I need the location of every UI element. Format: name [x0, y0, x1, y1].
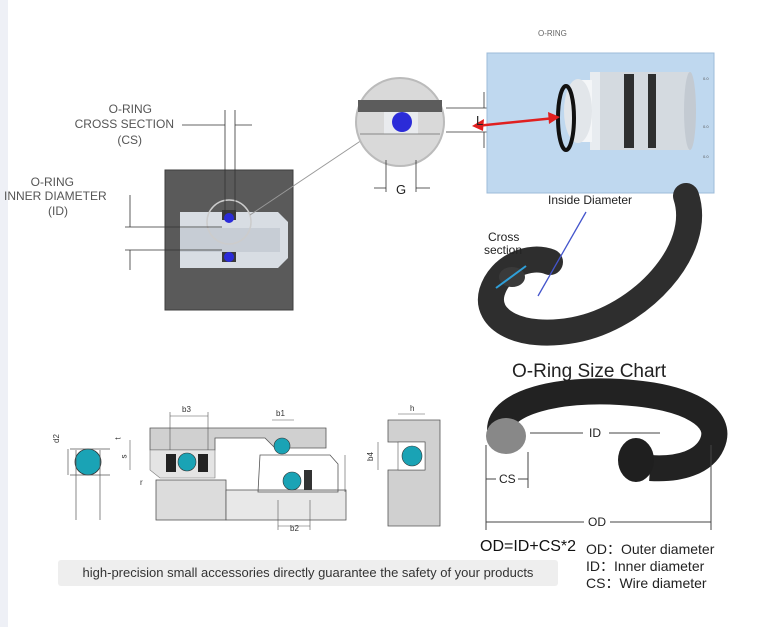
size-chart-ring [485, 378, 728, 530]
od-marker: OD [588, 515, 606, 529]
oring-dot-top [224, 213, 234, 223]
cs-label-3: (CS) [117, 133, 142, 147]
formula: OD=ID+CS*2 [480, 538, 577, 555]
tech-d2: d2 [51, 434, 61, 443]
tech-t: t [113, 437, 123, 440]
left-shade [0, 0, 8, 627]
svg-text:0.0: 0.0 [703, 154, 709, 159]
cs-label-1: O-RING [108, 102, 152, 116]
piston-render: 0.0 0.0 0.0 [472, 52, 715, 194]
tech-b1: b1 [276, 409, 285, 418]
housing-section [164, 139, 363, 311]
legend-id: ID：Inner diameter [586, 558, 705, 574]
tech-r: r [140, 478, 143, 487]
zoom-detail [355, 77, 445, 167]
tech-assembly [129, 412, 347, 530]
svg-text:0.0: 0.0 [703, 124, 709, 129]
tech-s: s [119, 454, 129, 459]
dimension-lines-left [125, 110, 252, 270]
tech-b4: b4 [365, 452, 375, 461]
tech-h: h [410, 404, 415, 413]
zoom-dimensions [374, 92, 490, 192]
id-label-1: O-RING [30, 175, 74, 189]
svg-text:0.0: 0.0 [703, 76, 709, 81]
tech-b2: b2 [290, 524, 299, 533]
tech-groove-detail [377, 413, 441, 527]
oring-dot-zoom [392, 112, 412, 132]
l-label: L [476, 113, 484, 128]
cross-section-label-1: Cross [488, 230, 520, 244]
legend-od: OD：Outer diameter [586, 541, 715, 557]
tech-b3: b3 [182, 405, 191, 414]
chart-title: O-Ring Size Chart [512, 361, 667, 382]
oring-3d [477, 183, 703, 346]
tech-single-oring [67, 448, 110, 520]
id-label-2: INNER DIAMETER [4, 189, 107, 203]
g-label: G [396, 182, 407, 197]
id-label-3: (ID) [48, 204, 68, 218]
cross-section-label-2: section [484, 243, 523, 257]
legend-cs: CS：Wire diameter [586, 575, 707, 591]
caption-bar: high-precision small accessories directl… [58, 560, 558, 586]
inside-diameter-label: Inside Diameter [548, 193, 633, 207]
caption-text: high-precision small accessories directl… [82, 565, 534, 580]
cs-label-2: CROSS SECTION [74, 117, 174, 131]
id-marker: ID [589, 426, 601, 440]
top-caption: O-RING [538, 29, 567, 38]
oring-dot-bottom [224, 252, 234, 262]
cs-marker: CS [499, 472, 516, 486]
